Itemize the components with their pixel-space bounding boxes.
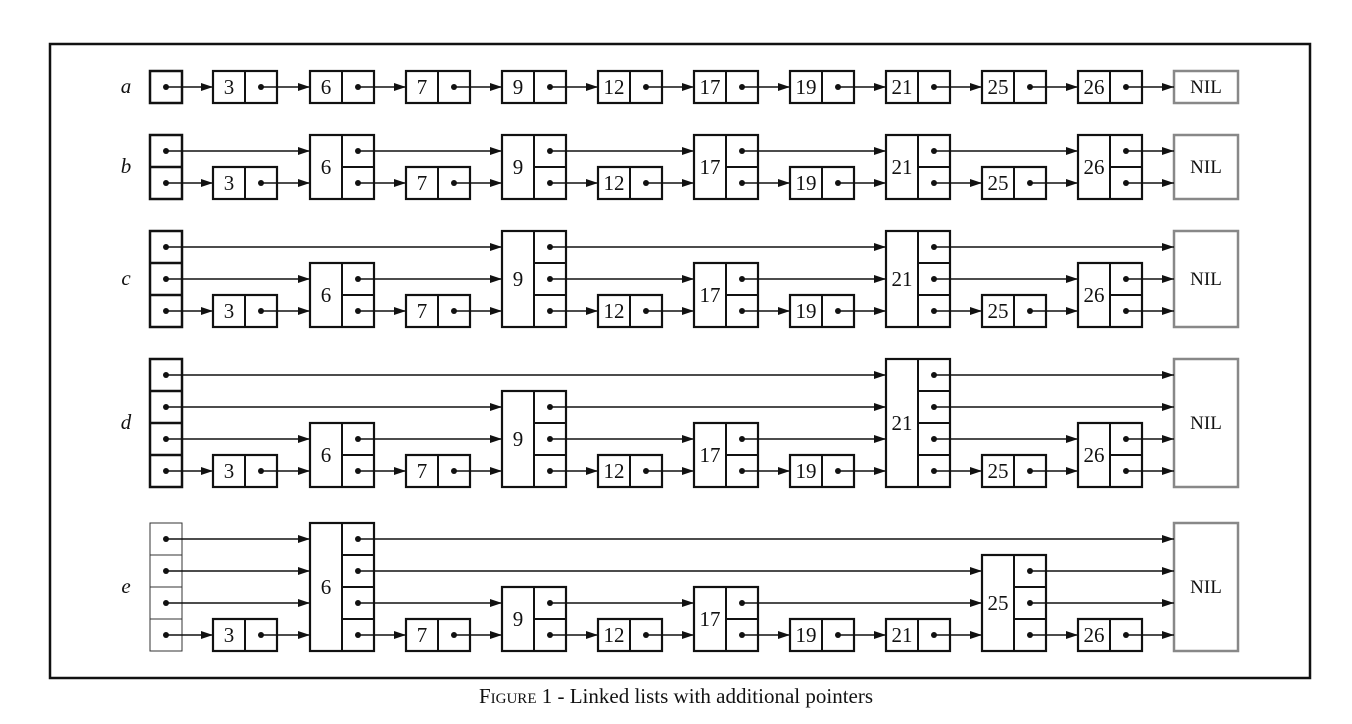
nil-node: [1172, 69, 1240, 105]
node-key: 17: [700, 155, 721, 179]
node-key: 12: [604, 459, 625, 483]
node-key: 12: [604, 623, 625, 647]
node-key: 26: [1084, 75, 1105, 99]
node-key: 17: [700, 443, 721, 467]
node-key: 3: [224, 299, 235, 323]
node-key: 17: [700, 607, 721, 631]
node-key: 9: [513, 75, 524, 99]
list-label-c: c: [121, 266, 131, 290]
node-key: 17: [700, 75, 721, 99]
node-key: 6: [321, 575, 332, 599]
nil-node: [1172, 521, 1240, 653]
node-key: 9: [513, 155, 524, 179]
node-key: 19: [796, 459, 817, 483]
caption-text: 1 - Linked lists with additional pointer…: [536, 684, 874, 708]
list-label-a: a: [121, 74, 132, 98]
node-key: 21: [892, 623, 913, 647]
node-key: 21: [892, 75, 913, 99]
node-key: 19: [796, 171, 817, 195]
nil-node: [1172, 133, 1240, 201]
node-key: 12: [604, 299, 625, 323]
figure-frame: [48, 42, 1312, 680]
nil-label: NIL: [1190, 77, 1222, 98]
nil-label: NIL: [1190, 577, 1222, 598]
node-key: 3: [224, 623, 235, 647]
node-key: 7: [417, 459, 428, 483]
node-key: 26: [1084, 283, 1105, 307]
node-key: 7: [417, 299, 428, 323]
node-key: 6: [321, 155, 332, 179]
node-key: 19: [796, 75, 817, 99]
nil-label: NIL: [1190, 413, 1222, 434]
figure-caption: Figure 1 - Linked lists with additional …: [0, 684, 1352, 709]
node-key: 9: [513, 267, 524, 291]
node-key: 7: [417, 75, 428, 99]
node-key: 26: [1084, 623, 1105, 647]
node-key: 17: [700, 283, 721, 307]
node-key: 6: [321, 283, 332, 307]
node-key: 25: [988, 75, 1009, 99]
caption-figure-word: Figure: [478, 684, 537, 708]
node-key: 7: [417, 171, 428, 195]
node-key: 19: [796, 299, 817, 323]
node-key: 25: [988, 171, 1009, 195]
node-key: 21: [892, 155, 913, 179]
list-label-d: d: [121, 410, 132, 434]
node-key: 19: [796, 623, 817, 647]
node-key: 6: [321, 75, 332, 99]
node-key: 26: [1084, 443, 1105, 467]
node-key: 21: [892, 411, 913, 435]
node-key: 6: [321, 443, 332, 467]
node-key: 12: [604, 75, 625, 99]
node-key: 7: [417, 623, 428, 647]
node-key: 9: [513, 607, 524, 631]
node-key: 12: [604, 171, 625, 195]
node-key: 3: [224, 459, 235, 483]
nil-node: [1172, 357, 1240, 489]
node-key: 3: [224, 171, 235, 195]
node-key: 25: [988, 459, 1009, 483]
node-key: 25: [988, 299, 1009, 323]
node-key: 3: [224, 75, 235, 99]
nil-node: [1172, 229, 1240, 329]
node-key: 21: [892, 267, 913, 291]
list-label-e: e: [121, 574, 130, 598]
node-key: 25: [988, 591, 1009, 615]
node-key: 9: [513, 427, 524, 451]
nil-label: NIL: [1190, 157, 1222, 178]
list-label-b: b: [121, 154, 132, 178]
node-key: 26: [1084, 155, 1105, 179]
nil-label: NIL: [1190, 269, 1222, 290]
